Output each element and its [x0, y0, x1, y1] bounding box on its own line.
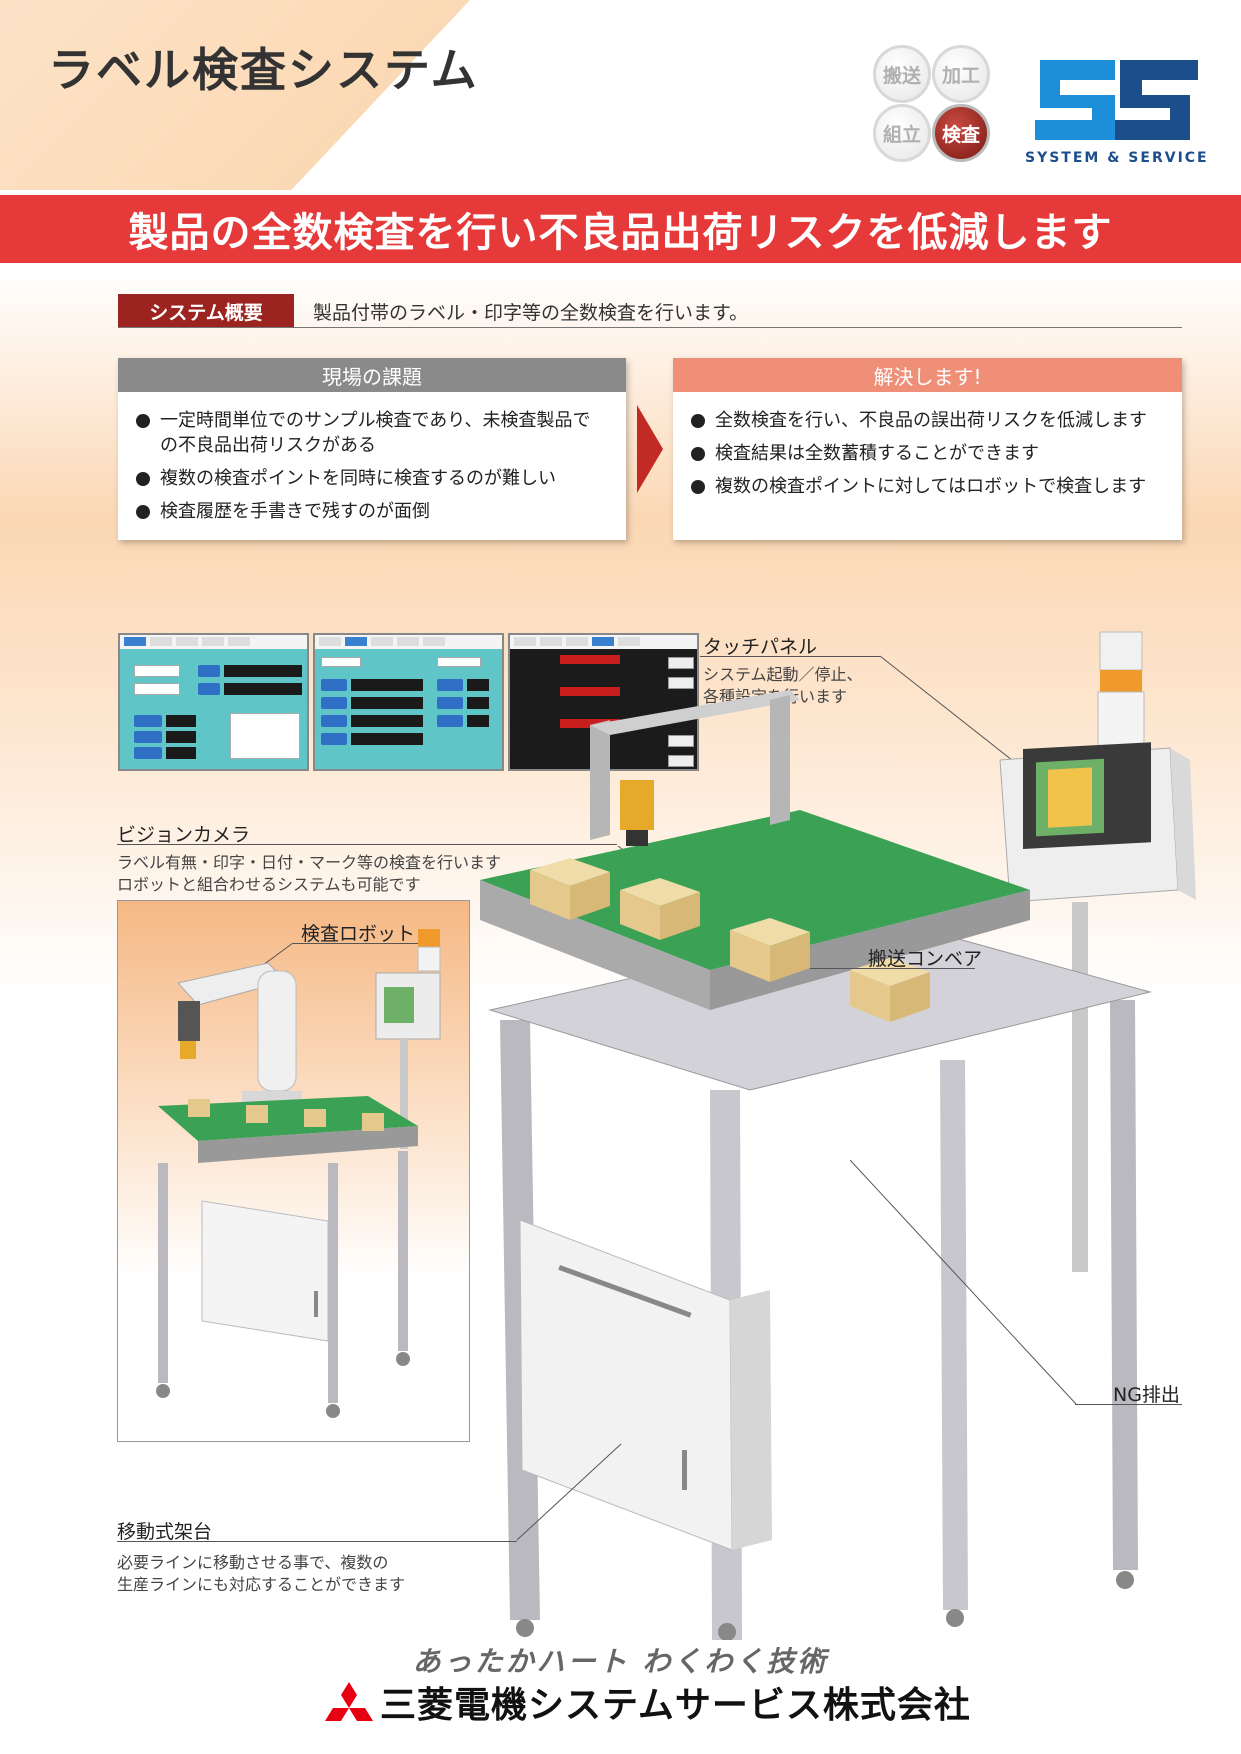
vision-camera-desc-1: ラベル有無・印字・日付・マーク等の検査を行います [117, 853, 502, 872]
inspection-robot-label: 検査ロボット [301, 923, 416, 945]
robot-system-inset: 検査ロボット [117, 900, 470, 1442]
overview-text: 製品付帯のラベル・印字等の全数検査を行います。 [313, 302, 749, 324]
inspection-robot-underline [293, 943, 423, 944]
ng-eject-label: NG排出 [1113, 1384, 1180, 1406]
category-assembly: 組立 [873, 104, 931, 162]
vision-camera-underline [117, 844, 617, 845]
category-inspection: 検査 [932, 104, 990, 162]
list-item: 検査履歴を手書きで残すのが面倒 [136, 499, 608, 524]
list-item: 複数の検査ポイントに対してはロボットで検査します [691, 474, 1164, 499]
issues-box: 現場の課題 一定時間単位でのサンプル検査であり、未検査製品での不良品出荷リスクが… [118, 358, 626, 540]
mobile-stand-desc-1: 必要ラインに移動させる事で、複数の [117, 1553, 389, 1572]
vision-camera-label: ビジョンカメラ [117, 824, 251, 846]
company-slogan: あったかハート わくわく技術 [412, 1645, 829, 1678]
touch-panel-desc-1: システム起動／停止、 [703, 665, 863, 684]
solutions-list: 全数検査を行い、不良品の誤出荷リスクを低減します 検査結果は全数蓄積することがで… [673, 392, 1182, 499]
list-item: 複数の検査ポイントを同時に検査するのが難しい [136, 466, 608, 491]
conveyor-underline [810, 968, 975, 969]
issues-list: 一定時間単位でのサンプル検査であり、未検査製品での不良品出荷リスクがある 複数の… [118, 392, 626, 524]
mobile-stand-underline [117, 1541, 517, 1542]
headline-banner: 製品の全数検査を行い不良品出荷リスクを低減します [0, 195, 1241, 263]
mobile-stand-leader-line [516, 1443, 622, 1541]
touch-panel-screen-alarm [508, 633, 699, 771]
list-item: 一定時間単位でのサンプル検査であり、未検査製品での不良品出荷リスクがある [136, 408, 608, 458]
mitsubishi-logo-icon [325, 1682, 373, 1721]
touch-panel-screen-settings [313, 633, 504, 771]
overview-tag: システム概要 [118, 294, 294, 328]
ng-eject-leader-line [850, 1160, 1077, 1405]
mobile-stand-desc-2: 生産ラインにも対応することができます [117, 1575, 406, 1594]
page-title: ラベル検査システム [48, 43, 479, 97]
solutions-title: 解決します! [673, 358, 1182, 392]
category-transport: 搬送 [873, 45, 931, 103]
conveyor-label: 搬送コンベア [868, 948, 983, 970]
touch-panel-screen-operation [118, 633, 309, 771]
solutions-box: 解決します! 全数検査を行い、不良品の誤出荷リスクを低減します 検査結果は全数蓄… [673, 358, 1182, 540]
vision-camera-desc-2: ロボットと組合わせるシステムも可能です [117, 875, 421, 894]
mobile-stand-label: 移動式架台 [117, 1521, 213, 1543]
overview-divider [118, 327, 1182, 328]
ng-eject-underline [1075, 1404, 1182, 1405]
arrow-right-icon [637, 405, 663, 493]
inspection-machine-illustration [480, 631, 1196, 1640]
logo-text: SYSTEM & SERVICE [1025, 150, 1209, 166]
company-name: 三菱電機システムサービス株式会社 [380, 1685, 971, 1726]
robot-illustration [156, 929, 441, 1418]
touch-panel-underline [700, 656, 880, 657]
category-processing: 加工 [932, 45, 990, 103]
touch-panel-label: タッチパネル [703, 636, 818, 658]
list-item: 全数検査を行い、不良品の誤出荷リスクを低減します [691, 408, 1164, 433]
list-item: 検査結果は全数蓄積することができます [691, 441, 1164, 466]
system-service-logo-icon [1035, 60, 1198, 140]
issues-title: 現場の課題 [118, 358, 626, 392]
